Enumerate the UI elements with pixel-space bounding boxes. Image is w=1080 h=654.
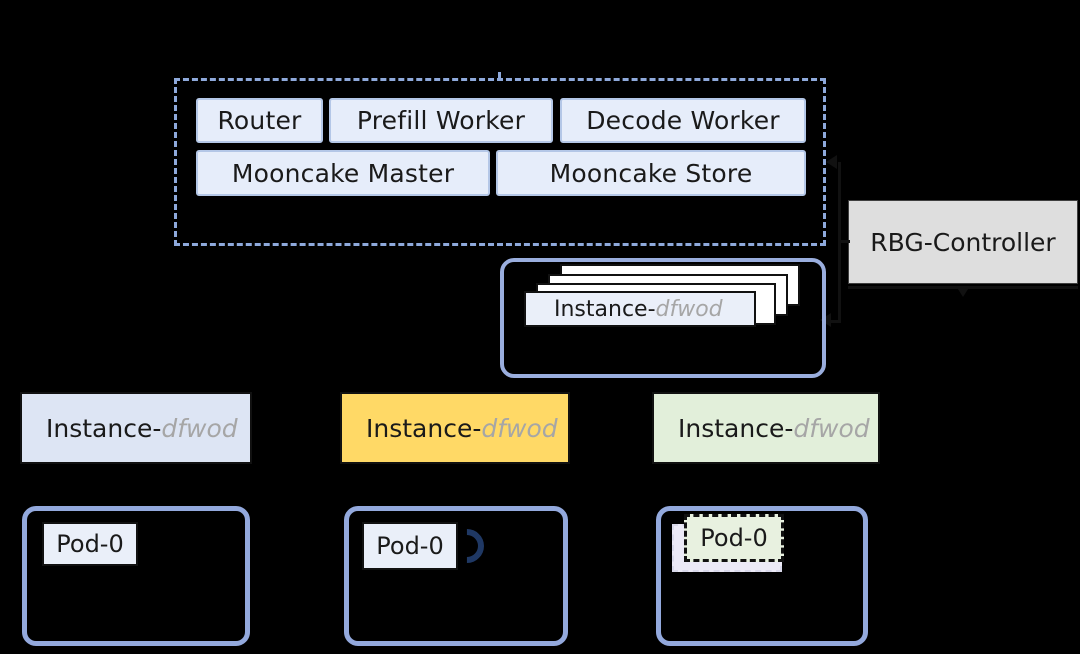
chip-mooncake-master[interactable]: Mooncake Master — [196, 150, 490, 196]
chip-router-label: Router — [217, 106, 302, 135]
instance-stack-front-prefix: Instance- — [554, 296, 656, 322]
pod-chip-middle[interactable]: Pod-0 — [362, 522, 458, 570]
chip-mooncake-master-label: Mooncake Master — [231, 158, 455, 188]
instance-stack-front-suffix: dfwod — [655, 296, 723, 322]
instance-card-left-prefix: Instance- — [46, 413, 162, 443]
chip-prefill-worker-label: Prefill Worker — [356, 106, 526, 135]
controller-bottom-arrow — [956, 286, 970, 297]
controller-to-stack-vline — [838, 243, 841, 323]
instance-card-right[interactable]: Instance-dfwod — [652, 392, 880, 464]
chip-mooncake-store-label: Mooncake Store — [549, 158, 753, 188]
instance-card-right-suffix: dfwod — [793, 413, 870, 443]
chip-decode-worker-label: Decode Worker — [586, 106, 780, 135]
pod-group-middle — [344, 506, 568, 646]
controller-to-top-vline — [838, 162, 841, 242]
pod-chip-middle-label: Pod-0 — [376, 532, 444, 560]
chip-prefill-worker[interactable]: Prefill Worker — [329, 98, 553, 143]
controller-to-top-hline — [838, 240, 850, 243]
pod-chip-left-label: Pod-0 — [56, 530, 124, 558]
controller-to-stack-hline — [826, 320, 841, 323]
chip-router[interactable]: Router — [196, 98, 323, 143]
instance-card-middle[interactable]: Instance-dfwod — [340, 392, 570, 464]
pod-chip-left[interactable]: Pod-0 — [42, 522, 138, 566]
instance-card-left[interactable]: Instance-dfwod — [20, 392, 252, 464]
chip-mooncake-store[interactable]: Mooncake Store — [496, 150, 806, 196]
pod-group-right — [656, 506, 868, 646]
rbg-controller-label: RBG-Controller — [870, 227, 1056, 257]
rbg-controller[interactable]: RBG-Controller — [848, 200, 1078, 284]
controller-to-top-arrow — [826, 155, 837, 169]
pod-chip-right[interactable]: Pod-0 — [684, 514, 784, 562]
instance-card-left-suffix: dfwod — [161, 413, 238, 443]
instance-stack-front-card[interactable]: Instance-dfwod — [524, 291, 756, 327]
instance-replica-stack-group — [500, 258, 826, 378]
group-top-tick — [498, 72, 501, 81]
pod-group-left — [22, 506, 250, 646]
instance-card-right-prefix: Instance- — [678, 413, 794, 443]
instance-card-middle-suffix: dfwod — [481, 413, 558, 443]
instance-card-middle-prefix: Instance- — [366, 413, 482, 443]
pod-chip-right-label: Pod-0 — [700, 524, 768, 552]
chip-decode-worker[interactable]: Decode Worker — [560, 98, 806, 143]
